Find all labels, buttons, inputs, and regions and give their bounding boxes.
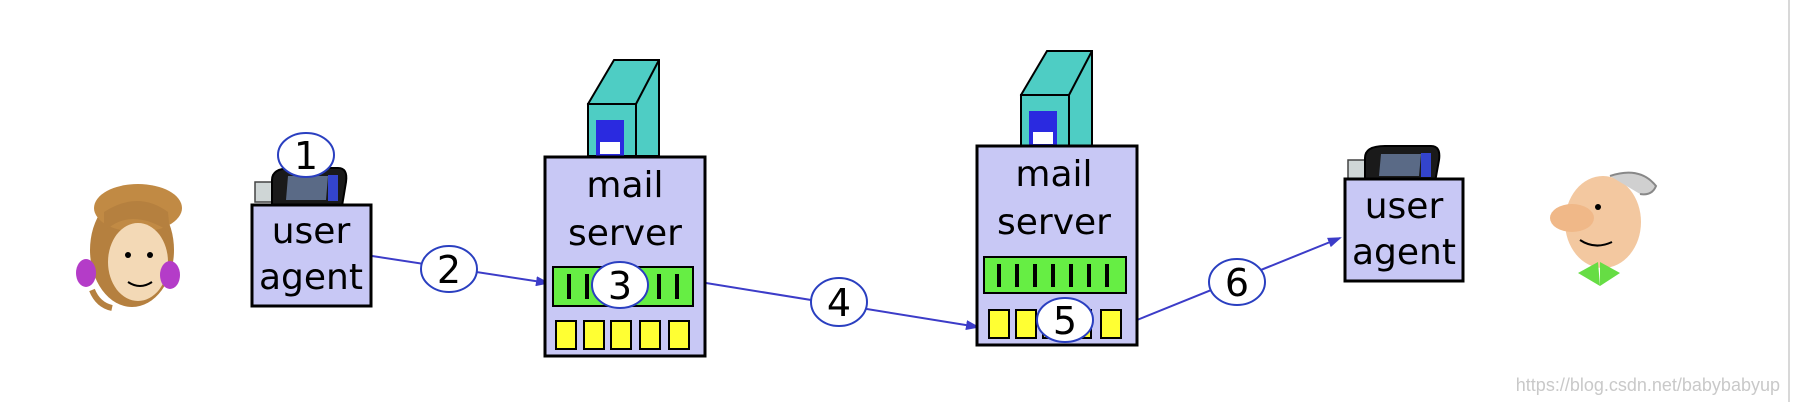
step-1-label: 1: [294, 134, 318, 178]
watermark-text: https://blog.csdn.net/babybabyup: [1515, 375, 1780, 395]
computer-icon: [254, 167, 348, 207]
step-2-label: 2: [437, 248, 461, 292]
sender-user-agent: user agent: [250, 167, 373, 308]
step-2-marker: 2: [420, 245, 478, 293]
receiver-user-agent: user agent: [1343, 145, 1465, 283]
receiver-mail-server-line1: mail: [1015, 154, 1092, 195]
step-3-label: 3: [608, 264, 632, 308]
sender-user-agent-line2: agent: [259, 257, 363, 298]
sender-person-icon: [76, 184, 182, 311]
page-edge-divider: [1788, 0, 1790, 402]
receiver-user-agent-line1: user: [1365, 186, 1444, 227]
sender-user-agent-line1: user: [272, 211, 351, 252]
server-tower-icon: [1019, 50, 1093, 147]
step-4-marker: 4: [810, 277, 868, 327]
sender-user-agent-box: [250, 203, 373, 308]
step-5-marker: 5: [1036, 297, 1094, 343]
receiver-user-agent-line2: agent: [1352, 232, 1456, 273]
mailbox-queue-green: [983, 256, 1127, 294]
step-6-marker: 6: [1208, 258, 1266, 306]
step-5-label: 5: [1053, 299, 1077, 343]
server-tower-icon: [586, 59, 660, 157]
outgoing-message-slots: [555, 320, 690, 350]
sender-mail-server-line1: mail: [586, 165, 663, 206]
step-4-label: 4: [827, 281, 851, 325]
computer-icon: [1347, 145, 1441, 183]
step-markers: 1 2 3 4 5 6: [277, 132, 1266, 343]
step-3-marker: 3: [591, 261, 649, 309]
receiver-mail-server-line2: server: [997, 202, 1111, 243]
step-6-label: 6: [1225, 261, 1249, 305]
step-1-marker: 1: [277, 132, 335, 178]
sender-mail-server: mail server: [543, 59, 707, 358]
sender-mail-server-line2: server: [568, 213, 682, 254]
receiver-user-agent-box: [1343, 177, 1465, 283]
receiver-person-icon: [1550, 171, 1658, 286]
